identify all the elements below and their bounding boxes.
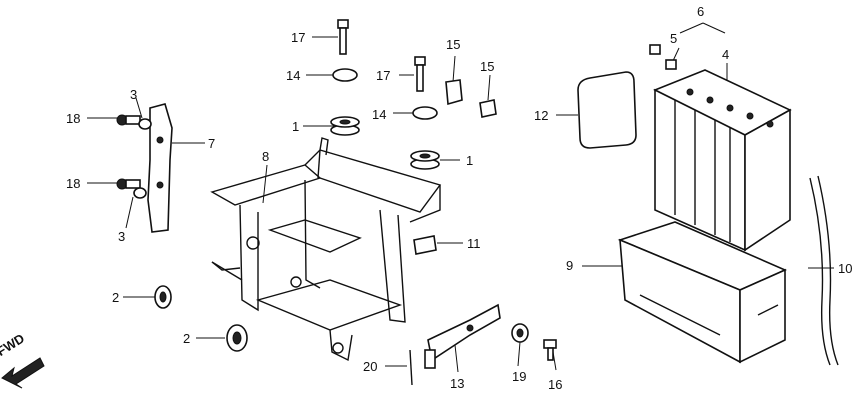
cushion-15-b [479, 99, 497, 118]
callout-18: 18 [66, 111, 81, 126]
grommet-2-upper [154, 285, 172, 309]
pad-11 [413, 235, 437, 255]
callout-1: 1 [292, 119, 300, 134]
bracket-13 [424, 303, 501, 369]
callout-18: 18 [66, 176, 81, 191]
callout-19: 19 [512, 369, 527, 384]
bracket-7 [147, 103, 173, 233]
grommet-1-right [410, 150, 440, 170]
leader-lines [87, 22, 834, 373]
callout-5: 5 [670, 31, 678, 46]
callout-16: 16 [548, 377, 563, 392]
callout-13: 13 [450, 376, 465, 391]
callout-17: 17 [291, 30, 306, 45]
battery-holder-8 [210, 137, 442, 362]
callout-14: 14 [286, 68, 301, 83]
callout-1: 1 [466, 153, 474, 168]
callout-11: 11 [467, 236, 481, 251]
callout-7: 7 [208, 136, 216, 151]
callout-3: 3 [130, 87, 138, 102]
washer-14-upper [332, 68, 358, 82]
breather-tube-10 [809, 177, 831, 366]
fwd-arrow-icon [1, 357, 45, 389]
screw-18-upper [116, 114, 141, 126]
washer-14-lower [412, 106, 438, 120]
callout-14: 14 [372, 107, 387, 122]
callout-9: 9 [566, 258, 574, 273]
grommet-2-lower [226, 324, 248, 352]
callout-4: 4 [722, 47, 730, 62]
callout-20: 20 [363, 359, 378, 374]
screw-18-lower [116, 178, 141, 190]
callout-8: 8 [262, 149, 270, 164]
bolt-17-upper [337, 19, 349, 55]
collar-3-upper [138, 118, 152, 130]
battery-4 [653, 69, 792, 252]
callout-17: 17 [376, 68, 391, 83]
collar-3-lower [133, 187, 147, 199]
callout-15: 15 [480, 59, 495, 74]
callout-15: 15 [446, 37, 461, 52]
battery-case-9 [617, 221, 787, 364]
cushion-15-a [445, 79, 463, 106]
callout-12: 12 [534, 108, 549, 123]
grommet-1-upper [330, 116, 360, 136]
callout-10: 10 [838, 261, 853, 276]
terminal-bolt-5 [649, 44, 677, 70]
bolt-16 [543, 339, 557, 361]
callout-6: 6 [697, 4, 705, 19]
band-20 [409, 349, 413, 386]
bolt-17-lower [414, 56, 426, 92]
spacer-12 [577, 71, 637, 149]
callout-3: 3 [118, 229, 126, 244]
callout-2: 2 [112, 290, 120, 305]
callout-2: 2 [183, 331, 191, 346]
washer-19 [511, 323, 529, 343]
